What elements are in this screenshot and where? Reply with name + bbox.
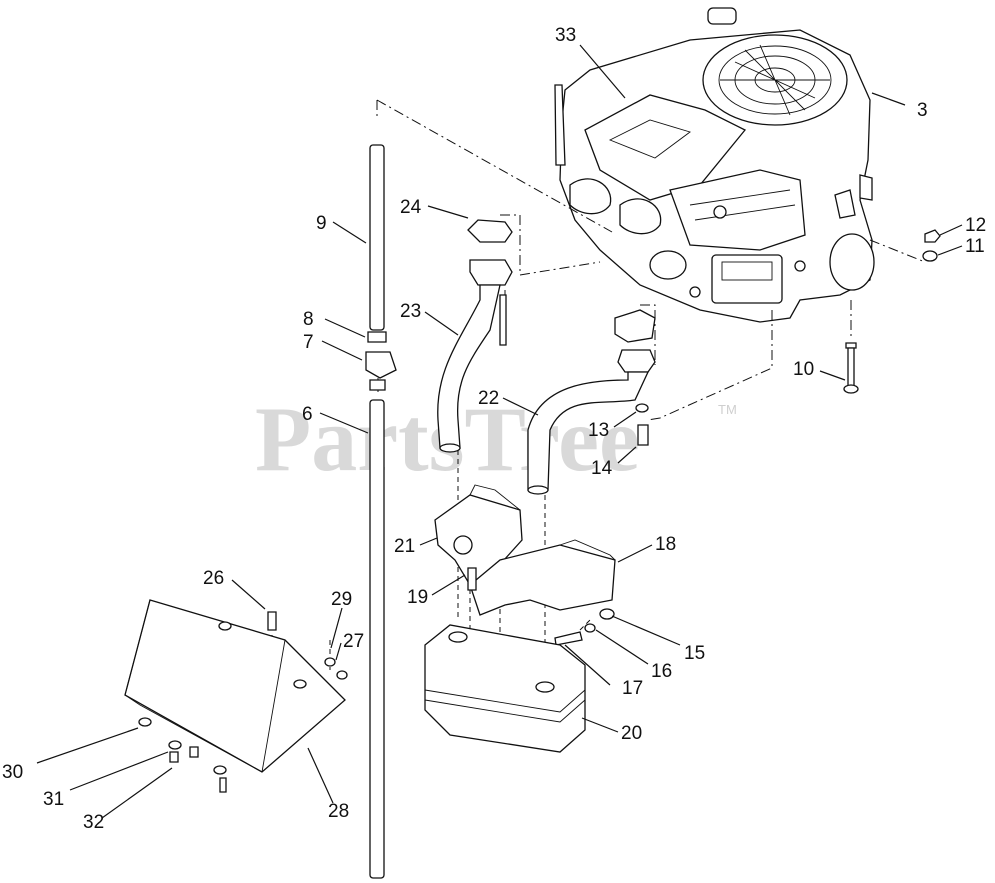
callout-23: 23 — [400, 301, 421, 322]
exhaust-pipe-left — [437, 219, 513, 453]
engine-assembly — [554, 7, 875, 323]
callout-17: 17 — [622, 678, 643, 699]
callout-22: 22 — [478, 388, 499, 409]
hardware-right — [843, 229, 941, 394]
callout-14: 14 — [591, 458, 613, 479]
callout-13: 13 — [588, 420, 609, 441]
callout-19: 19 — [407, 587, 428, 608]
callout-11: 11 — [965, 236, 985, 257]
leader-lines — [36, 44, 963, 819]
callout-27: 27 — [343, 631, 364, 652]
callout-3: 3 — [917, 100, 928, 121]
callout-24: 24 — [400, 197, 422, 218]
callout-6: 6 — [302, 404, 313, 425]
callout-15: 15 — [684, 643, 705, 664]
callout-30: 30 — [2, 762, 23, 783]
callout-29: 29 — [331, 589, 352, 610]
callout-26: 26 — [203, 568, 224, 589]
heat-shield — [124, 599, 348, 793]
callout-28: 28 — [328, 801, 349, 822]
callout-7: 7 — [303, 332, 314, 353]
callout-16: 16 — [651, 661, 672, 682]
exhaust-pipe-right — [527, 309, 656, 495]
callout-20: 20 — [621, 723, 642, 744]
muffler — [424, 624, 586, 753]
callout-21: 21 — [394, 536, 415, 557]
muffler-brackets — [434, 484, 616, 646]
callout-12: 12 — [965, 215, 986, 236]
callout-33: 33 — [555, 25, 576, 46]
callout-9: 9 — [316, 213, 327, 234]
tube-assembly — [365, 144, 397, 879]
callout-8: 8 — [303, 309, 314, 330]
callout-10: 10 — [793, 359, 814, 380]
callout-18: 18 — [655, 534, 676, 555]
watermark-trademark: TM — [718, 402, 737, 417]
callout-numbers: 33 3 12 11 9 24 8 7 23 22 10 6 13 14 21 … — [2, 25, 986, 833]
callout-31: 31 — [43, 789, 64, 810]
callout-32: 32 — [83, 812, 104, 833]
